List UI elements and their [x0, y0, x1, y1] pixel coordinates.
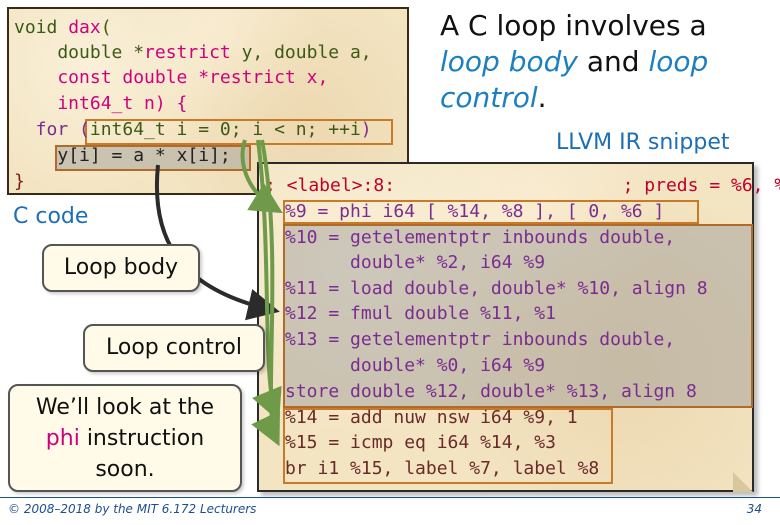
phi-note-line-3: soon.: [95, 457, 155, 482]
footer-credit: © 2008–2018 by the MIT 6.172 Lecturers: [8, 502, 257, 516]
loop-control-ir-highlight: [283, 408, 613, 484]
c-line-1: void dax(: [14, 17, 112, 38]
ir-line-8: store double %12, double* %13, align 8: [285, 381, 697, 402]
llvm-label: LLVM IR snippet: [556, 130, 730, 155]
c-line-2: double *restrict y, double a,: [14, 42, 372, 63]
page-curl: [733, 472, 753, 492]
c-line-4: int64_t n) {: [14, 93, 188, 114]
loop-control-arrow-icmp: [251, 139, 281, 447]
slide-footer: © 2008–2018 by the MIT 6.172 Lecturers 3…: [0, 497, 780, 525]
title-line-1: A C loop involves a: [440, 9, 707, 42]
page-number: 34: [746, 502, 762, 516]
c-code-label: C code: [13, 204, 89, 229]
phi-note-instruction: instruction: [79, 426, 205, 451]
c-line-5: for (int64_t i = 0; i < n; ++i): [14, 119, 372, 140]
loop-control-arrow-phi: [240, 139, 283, 214]
title-and: and: [577, 45, 649, 78]
c-line-6: y[i] = a * x[i];: [57, 145, 231, 166]
loop-control-callout: Loop control: [83, 324, 265, 372]
title-line-2: loop body and loop: [440, 44, 760, 80]
ir-line-9: %14 = add nuw nsw i64 %9, 1: [285, 407, 578, 428]
title-period: .: [537, 81, 547, 114]
ir-line-1: %9 = phi i64 [ %14, %8 ], [ 0, %6 ]: [285, 201, 665, 222]
phi-line-highlight: [283, 200, 699, 224]
c-line-3: const double *restrict x,: [14, 67, 329, 88]
ir-line-7: double* %0, i64 %9: [285, 355, 546, 376]
title-line-3: control.: [440, 80, 760, 116]
loop-control-highlight: [85, 119, 393, 145]
ir-line-10: %15 = icmp eq i64 %14, %3: [285, 432, 556, 453]
loop-body-highlight: [55, 145, 251, 171]
loop-body-ir-highlight: [283, 224, 753, 408]
c-line-7: }: [14, 171, 25, 192]
ir-line-2: %10 = getelementptr inbounds double,: [285, 227, 676, 248]
phi-keyword: phi: [45, 426, 80, 451]
phi-note-callout: We’ll look at the phi instruction soon.: [8, 384, 242, 492]
title-loop-body: loop body: [440, 45, 578, 78]
ir-line-5: %12 = fmul double %11, %1: [285, 303, 556, 324]
loop-body-callout: Loop body: [42, 244, 200, 292]
ir-line-11: br i1 %15, label %7, label %8: [285, 458, 600, 479]
ir-line-4: %11 = load double, double* %10, align 8: [285, 278, 708, 299]
ir-line-3: double* %2, i64 %9: [285, 252, 546, 273]
slide-title: A C loop involves a loop body and loop c…: [440, 8, 760, 116]
title-control: control: [440, 81, 538, 114]
llvm-ir-panel: ; <label>:8: ; preds = %6, %8 %9 = phi i…: [257, 162, 780, 492]
ir-line-6: %13 = getelementptr inbounds double,: [285, 329, 676, 350]
phi-note-line-1: We’ll look at the: [35, 395, 215, 420]
title-loop: loop: [648, 45, 709, 78]
phi-note-line-2: phi instruction: [10, 423, 240, 454]
